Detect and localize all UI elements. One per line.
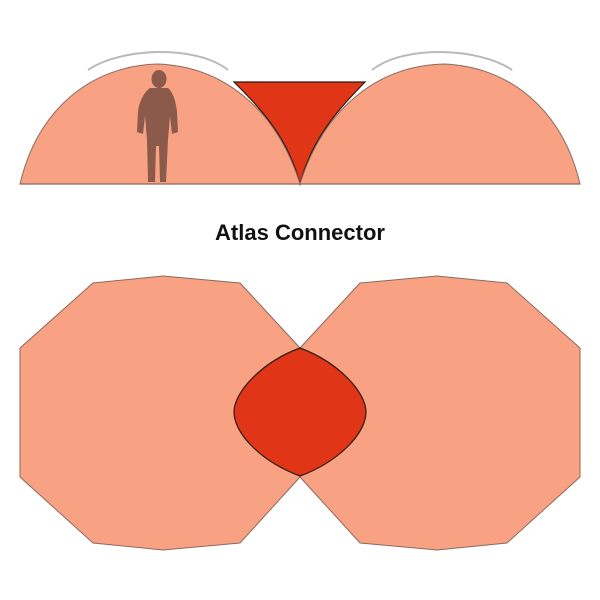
side-dome-right — [299, 63, 581, 185]
diagram-title: Atlas Connector — [215, 220, 385, 245]
plan-view — [19, 275, 581, 551]
side-elevation — [19, 50, 581, 187]
plan-connector — [233, 347, 367, 477]
human-figure-icon — [137, 70, 178, 182]
arc-line-right — [371, 50, 513, 71]
arc-line-left — [87, 50, 229, 71]
plan-dome-left — [19, 275, 301, 551]
